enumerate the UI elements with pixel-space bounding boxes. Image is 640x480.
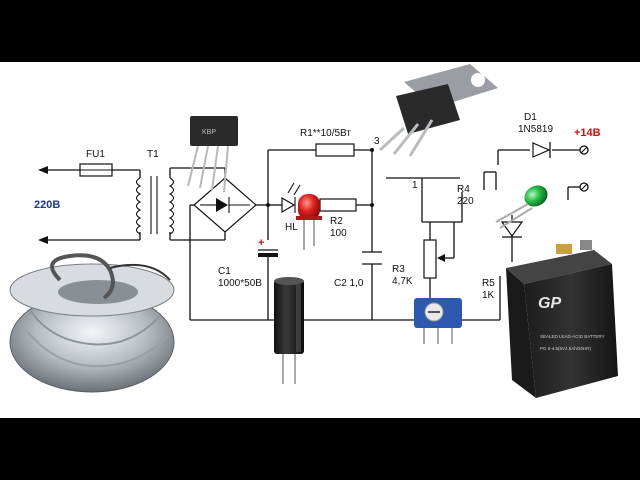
node3-label: 3 — [374, 136, 380, 147]
battery-line1: SEALED LEAD-ACID BATTERY — [540, 334, 605, 339]
diode-d1-symbol — [532, 142, 551, 158]
hl-label: HL — [285, 222, 298, 233]
trimmer-resistor-icon — [414, 298, 462, 344]
t1-label: T1 — [147, 149, 159, 160]
c1-value-label: 1000*50B — [218, 278, 262, 289]
battery-icon: GP SEALED LEAD-ACID BATTERY PG 6-4.5(6V4… — [506, 240, 618, 398]
r2-name-label: R2 — [330, 216, 343, 227]
fu1-label: FU1 — [86, 149, 105, 160]
fuse-fu1 — [79, 163, 113, 177]
battery-line2: PG 6-4.5(6V4.5Ah/20HR) — [540, 346, 592, 351]
battery-brand: GP — [538, 295, 561, 312]
capacitor-c1-symbol — [258, 249, 278, 257]
r5-value-label: 1K — [482, 290, 495, 301]
red-led-icon — [296, 194, 322, 250]
r2-value-label: 100 — [330, 228, 347, 239]
resistor-r2 — [319, 198, 357, 212]
r5-name-label: R5 — [482, 278, 495, 289]
c1-name-label: C1 — [218, 266, 231, 277]
r4-value-label: 220 — [457, 196, 474, 207]
potentiometer-r3-symbol — [423, 239, 445, 279]
electrolytic-capacitor-icon — [274, 277, 304, 384]
node1-label: 1 — [412, 180, 418, 191]
junction-c1-top — [266, 203, 270, 207]
junction-node3-mid — [370, 203, 374, 207]
green-led-icon — [495, 185, 548, 229]
bridge-rectifier-icon: KBP — [187, 116, 238, 193]
d1-value-label: 1N5819 — [518, 124, 553, 135]
d1-name-label: D1 — [524, 112, 537, 123]
led-hl-symbol — [281, 182, 301, 214]
r3-value-label: 4,7K — [392, 276, 413, 287]
input-voltage-label: 220B — [34, 199, 60, 211]
bridge-rectifier-symbol — [193, 177, 257, 233]
voltage-regulator-icon — [378, 64, 498, 157]
svg-text:KBP: KBP — [202, 129, 216, 136]
capacitor-c2-symbol — [362, 251, 382, 265]
r4-name-label: R4 — [457, 184, 470, 195]
resistor-r1 — [315, 143, 355, 157]
c1-polarity-label: + — [258, 237, 264, 249]
diode-indicator-symbol — [500, 221, 524, 238]
r1-label: R1**10/5Вт — [300, 128, 351, 139]
c2-label: C2 1,0 — [334, 278, 364, 289]
transformer-t1 — [135, 176, 175, 235]
r3-name-label: R3 — [392, 264, 405, 275]
toroidal-transformer-icon — [9, 253, 175, 393]
output-voltage-label: +14B — [574, 127, 601, 139]
junction-node3 — [370, 148, 374, 152]
